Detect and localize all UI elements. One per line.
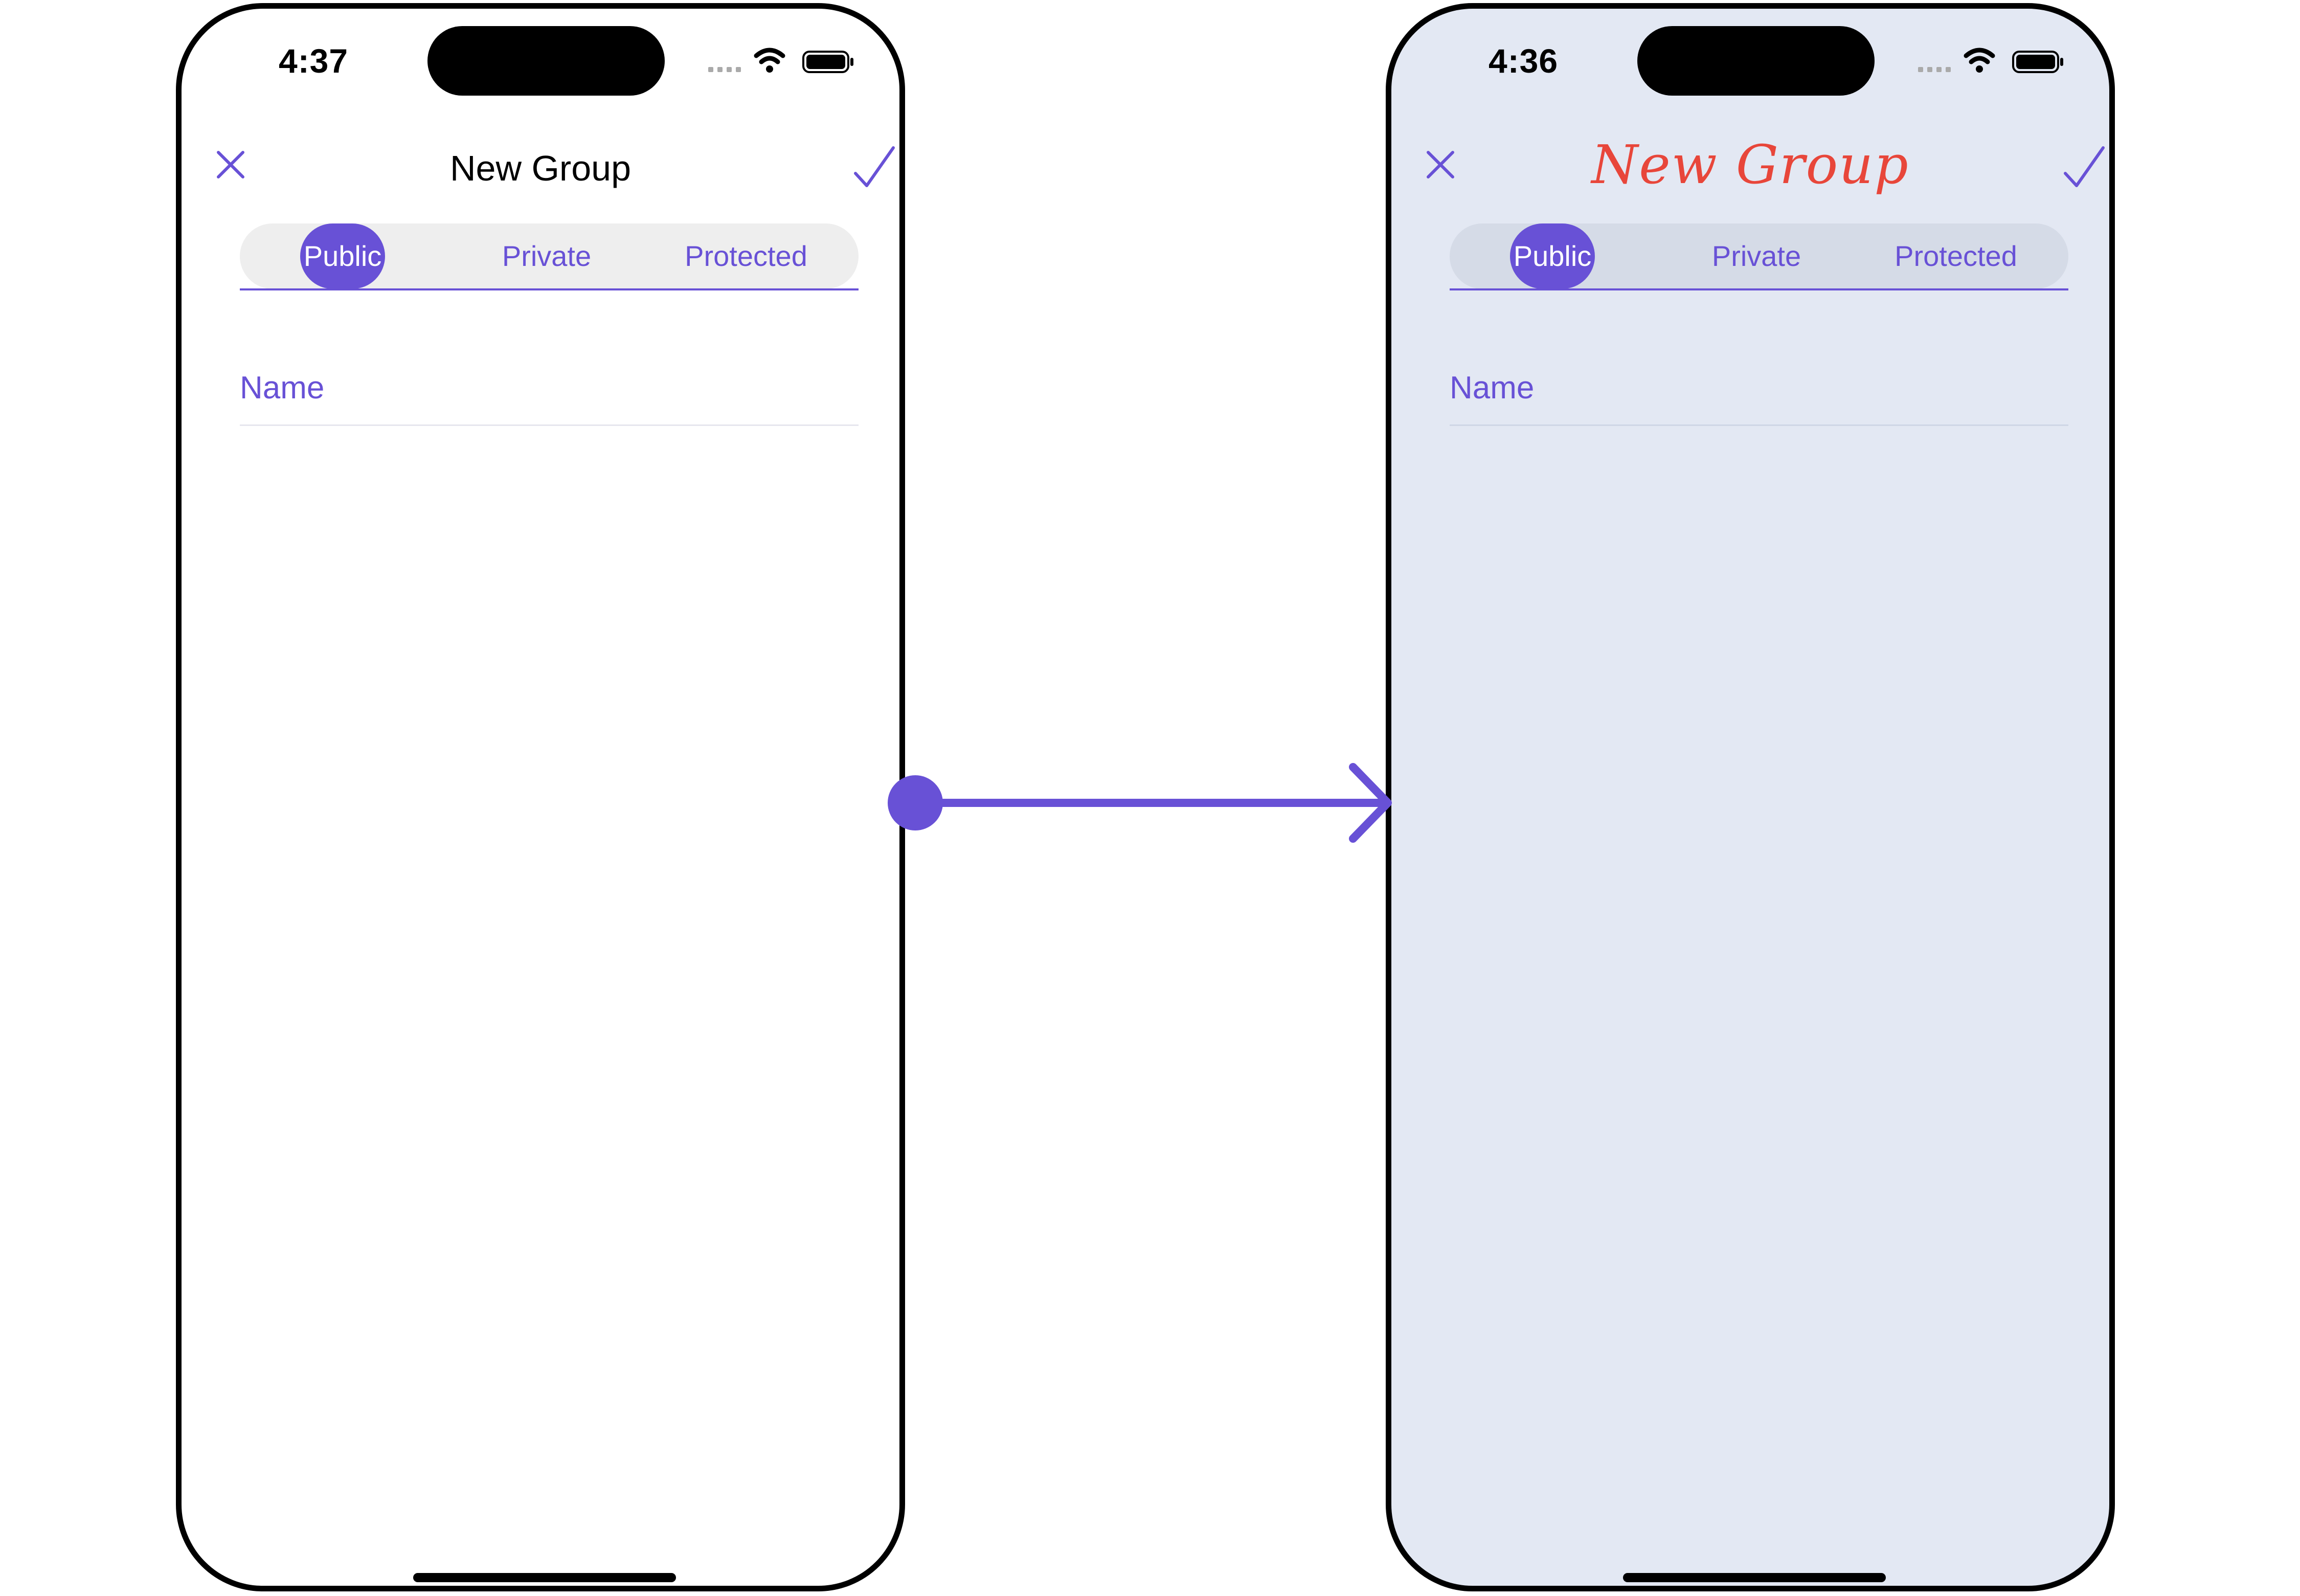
status-time: 4:37 bbox=[279, 42, 349, 80]
segment-underline bbox=[1450, 288, 2068, 290]
battery-icon bbox=[802, 51, 853, 73]
status-time: 4:36 bbox=[1489, 42, 1559, 80]
cellular-icon bbox=[1918, 67, 1951, 72]
close-button[interactable] bbox=[215, 149, 246, 180]
status-icons bbox=[1918, 48, 2066, 76]
close-icon bbox=[217, 151, 244, 178]
checkmark-icon bbox=[2064, 146, 2105, 187]
wifi-icon bbox=[754, 48, 785, 73]
group-name-field[interactable]: Name bbox=[1450, 363, 2068, 426]
phone-default: 4:37 New Group bbox=[176, 3, 905, 1591]
confirm-button[interactable] bbox=[2062, 145, 2106, 189]
segment-underline bbox=[240, 288, 859, 290]
segment-public[interactable]: Public bbox=[300, 223, 385, 289]
segment-protected[interactable]: Protected bbox=[1895, 240, 2017, 272]
dynamic-island bbox=[427, 26, 665, 96]
cellular-icon bbox=[708, 67, 741, 72]
close-icon bbox=[1427, 151, 1454, 178]
home-indicator bbox=[1623, 1573, 1886, 1582]
group-type-segmented-control: Public Private Protected bbox=[240, 223, 859, 289]
wifi-icon bbox=[1964, 48, 1995, 73]
group-name-placeholder: Name bbox=[1450, 370, 1535, 406]
battery-icon bbox=[2012, 51, 2063, 73]
page-title: New Group bbox=[1591, 133, 1909, 196]
status-icons bbox=[708, 48, 856, 76]
dynamic-island bbox=[1637, 26, 1875, 96]
group-name-placeholder: Name bbox=[240, 370, 325, 406]
segment-protected[interactable]: Protected bbox=[685, 240, 807, 272]
page-title: New Group bbox=[449, 148, 632, 188]
home-indicator bbox=[413, 1573, 676, 1582]
phone-customized: 4:36 New Group bbox=[1386, 3, 2115, 1591]
confirm-button[interactable] bbox=[852, 145, 896, 189]
group-type-segmented-control: Public Private Protected bbox=[1450, 223, 2068, 289]
segment-private[interactable]: Private bbox=[1711, 240, 1801, 272]
group-name-field[interactable]: Name bbox=[240, 363, 859, 426]
segment-public[interactable]: Public bbox=[1510, 223, 1595, 289]
segment-private[interactable]: Private bbox=[502, 240, 592, 272]
checkmark-icon bbox=[854, 146, 895, 187]
close-button[interactable] bbox=[1425, 149, 1456, 180]
